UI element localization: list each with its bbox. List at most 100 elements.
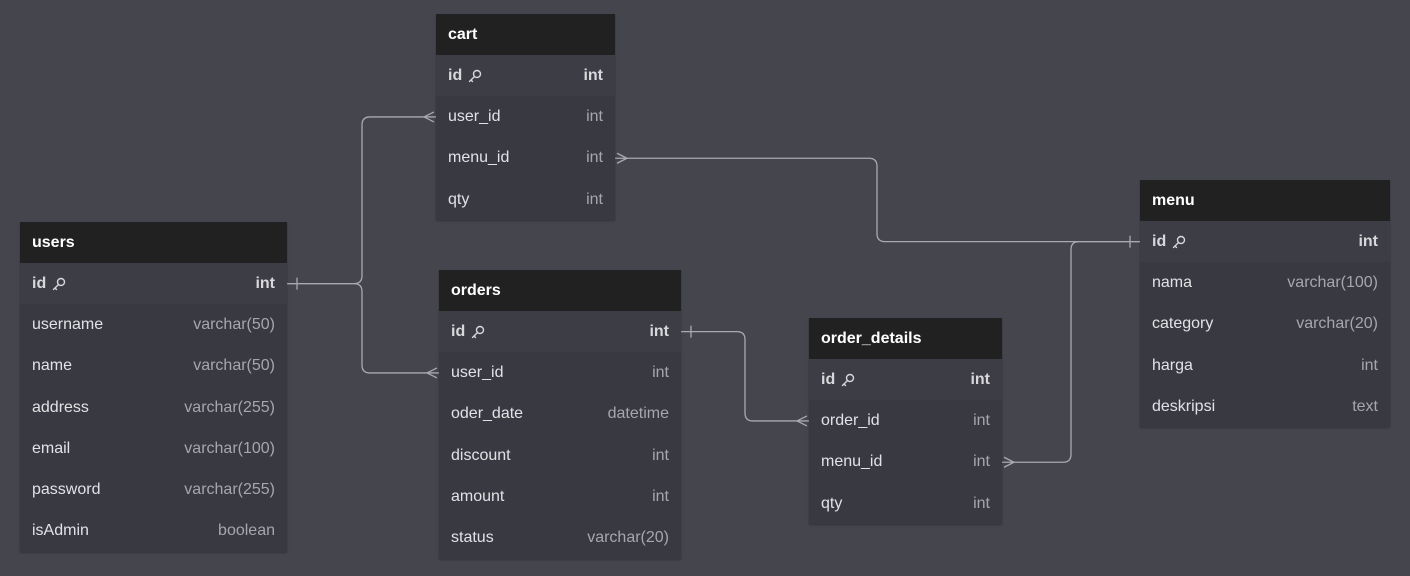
table-header[interactable]: users bbox=[20, 222, 287, 263]
column-type: int bbox=[1361, 356, 1378, 374]
column-type: text bbox=[1352, 397, 1378, 415]
column-name: user_id bbox=[451, 364, 503, 382]
table-row[interactable]: oder_date datetime bbox=[439, 394, 681, 435]
column-type: int bbox=[1358, 232, 1378, 250]
column-name-text: id bbox=[1152, 232, 1167, 250]
table-row[interactable]: name varchar(50) bbox=[20, 346, 287, 387]
column-type: boolean bbox=[218, 522, 275, 540]
column-type: int bbox=[973, 453, 990, 471]
column-type: int bbox=[649, 322, 669, 340]
many-marker bbox=[1003, 456, 1015, 468]
column-name: qty bbox=[448, 191, 469, 209]
table-header[interactable]: orders bbox=[439, 270, 681, 311]
column-name-text: email bbox=[32, 439, 71, 457]
column-type: int bbox=[583, 66, 603, 84]
column-type: varchar(50) bbox=[193, 357, 275, 375]
table-row[interactable]: email varchar(100) bbox=[20, 428, 287, 469]
column-name: menu_id bbox=[821, 453, 882, 471]
column-type: datetime bbox=[607, 405, 669, 423]
column-name-text: password bbox=[32, 481, 101, 499]
column-name: id bbox=[821, 371, 855, 389]
many-marker bbox=[796, 415, 808, 427]
column-name: nama bbox=[1152, 274, 1192, 292]
column-type: int bbox=[652, 487, 669, 505]
column-name: address bbox=[32, 399, 89, 417]
column-name-text: isAdmin bbox=[32, 522, 89, 540]
column-type: int bbox=[652, 446, 669, 464]
column-name-text: discount bbox=[451, 446, 511, 464]
table-row[interactable]: user_id int bbox=[439, 352, 681, 393]
many-marker bbox=[616, 152, 628, 164]
key-icon bbox=[471, 325, 485, 339]
column-name-text: id bbox=[448, 66, 463, 84]
table-header[interactable]: order_details bbox=[809, 318, 1002, 359]
connector-users-orders bbox=[287, 283, 439, 374]
column-type: int bbox=[652, 363, 669, 381]
table-row[interactable]: qty int bbox=[436, 179, 615, 220]
column-type: int bbox=[586, 190, 603, 208]
table-row[interactable]: menu_id int bbox=[809, 442, 1002, 483]
column-name-text: harga bbox=[1152, 356, 1193, 374]
column-type: varchar(100) bbox=[184, 439, 275, 457]
table-row[interactable]: id int bbox=[436, 55, 615, 97]
column-name: id bbox=[451, 323, 485, 341]
table-row[interactable]: id int bbox=[809, 359, 1002, 401]
column-name: amount bbox=[451, 488, 504, 506]
table-row[interactable]: order_id int bbox=[809, 400, 1002, 441]
many-marker bbox=[423, 111, 435, 123]
table-row[interactable]: isAdmin boolean bbox=[20, 511, 287, 552]
column-name-text: id bbox=[32, 274, 47, 292]
key-icon bbox=[841, 373, 855, 387]
table-row[interactable]: discount int bbox=[439, 435, 681, 476]
column-name: name bbox=[32, 357, 72, 375]
column-name-text: address bbox=[32, 398, 89, 416]
column-type: int bbox=[973, 411, 990, 429]
column-name-text: user_id bbox=[451, 363, 504, 381]
many-marker bbox=[426, 367, 438, 379]
column-type: int bbox=[586, 107, 603, 125]
column-name-text: menu_id bbox=[821, 453, 883, 471]
column-name-text: oder_date bbox=[451, 405, 524, 423]
column-type: varchar(20) bbox=[1296, 315, 1378, 333]
column-name: isAdmin bbox=[32, 522, 89, 540]
column-name: discount bbox=[451, 447, 511, 465]
connector-orders-order-details bbox=[681, 331, 809, 422]
table-row[interactable]: harga int bbox=[1140, 345, 1390, 386]
column-name: harga bbox=[1152, 357, 1193, 375]
column-name-text: username bbox=[32, 315, 104, 333]
table-row[interactable]: id int bbox=[439, 311, 681, 353]
connector-users-cart bbox=[287, 116, 436, 285]
column-name-text: order_id bbox=[821, 411, 880, 429]
table-row[interactable]: id int bbox=[1140, 221, 1390, 263]
table-header[interactable]: cart bbox=[436, 14, 615, 55]
column-name: username bbox=[32, 316, 103, 334]
column-name-text: category bbox=[1152, 315, 1214, 333]
table-row[interactable]: category varchar(20) bbox=[1140, 304, 1390, 345]
column-name-text: name bbox=[32, 357, 73, 375]
column-name-text: nama bbox=[1152, 273, 1193, 291]
column-name: id bbox=[1152, 233, 1186, 251]
column-name-text: id bbox=[821, 370, 836, 388]
column-type: int bbox=[970, 370, 990, 388]
column-name-text: qty bbox=[821, 494, 843, 512]
table-header[interactable]: menu bbox=[1140, 180, 1390, 221]
table-row[interactable]: amount int bbox=[439, 476, 681, 517]
column-name: qty bbox=[821, 495, 842, 513]
connector-cart-menu bbox=[615, 157, 1140, 243]
